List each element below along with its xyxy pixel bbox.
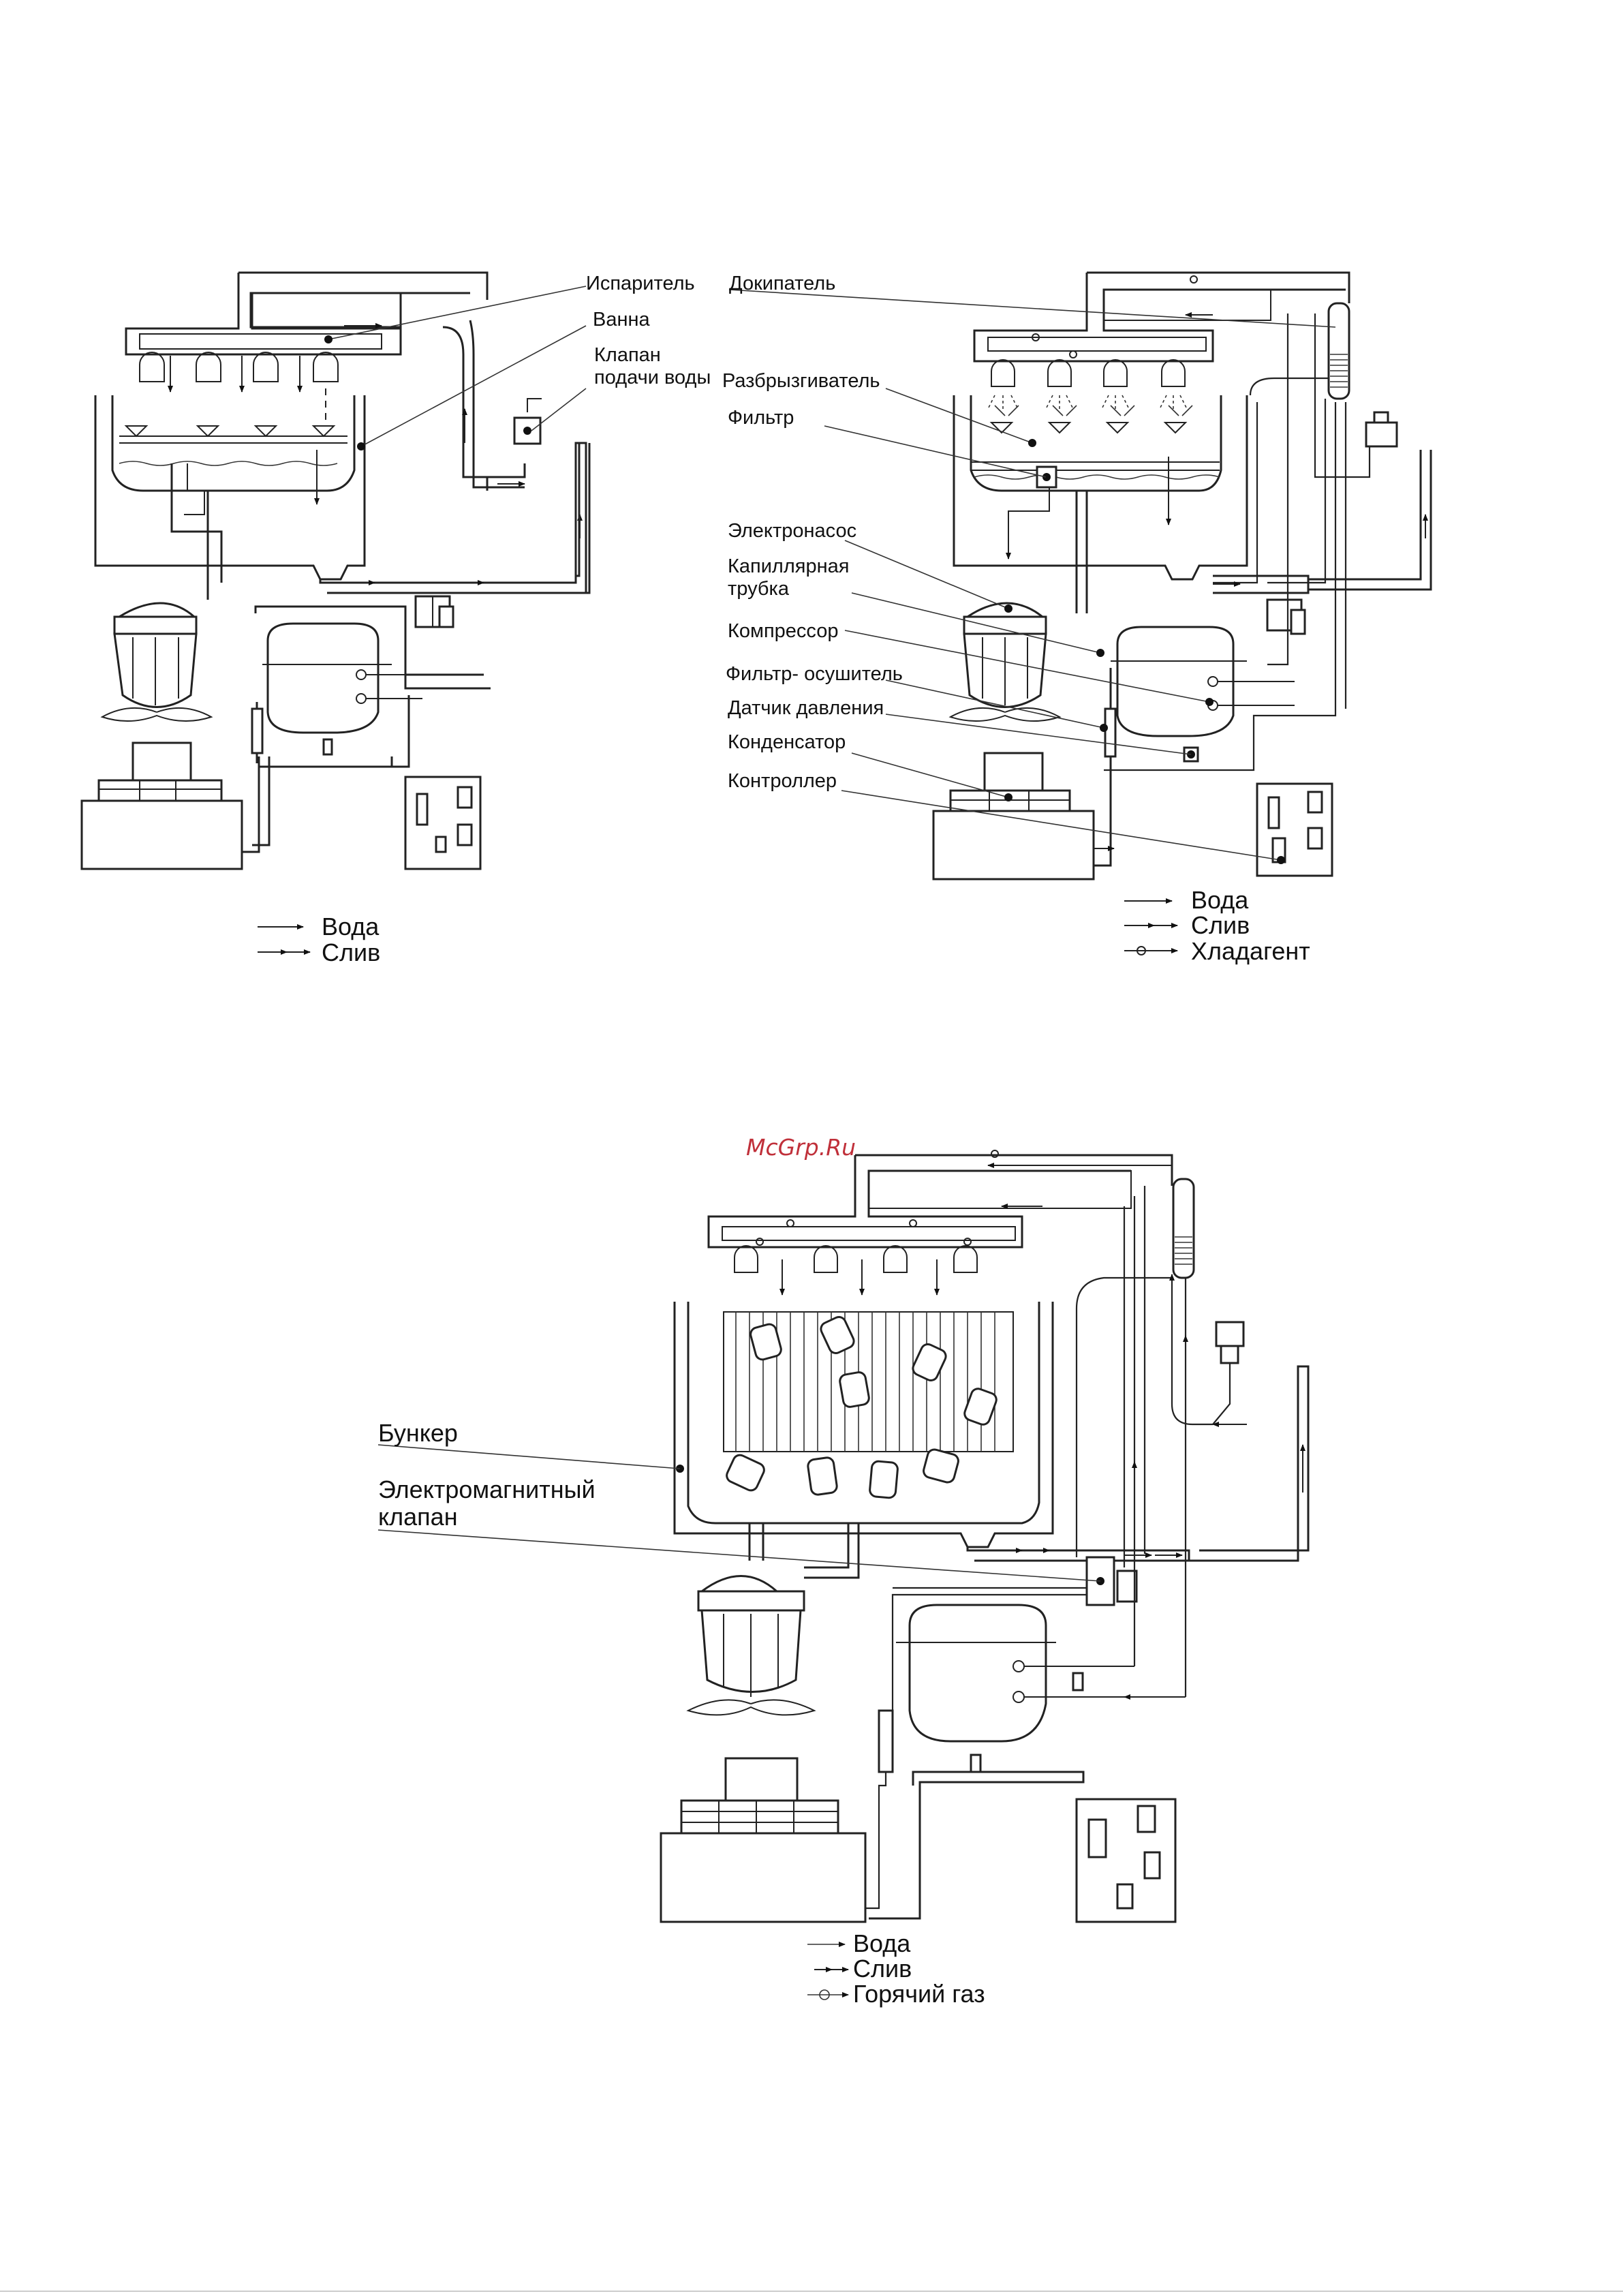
label-compressor: Компрессор bbox=[728, 620, 839, 642]
ice-cubes bbox=[724, 1315, 998, 1498]
diagram-1: Испаритель Ванна Клапан подачи воды Вода… bbox=[82, 273, 711, 966]
accumulator bbox=[1329, 303, 1349, 399]
label-filter-dryer: Фильтр- осушитель bbox=[726, 663, 903, 685]
label-accumulator: Докипатель bbox=[729, 273, 835, 294]
controller-3 bbox=[661, 1758, 865, 1922]
pump-motor-3 bbox=[688, 1576, 814, 1715]
label-bunker: Бункер bbox=[378, 1419, 458, 1447]
diagram-3: Бункер Электромагнитный клапан Вода Слив… bbox=[378, 1150, 1308, 2008]
fan-motor-1 bbox=[102, 603, 211, 721]
power-socket-2 bbox=[1257, 784, 1332, 876]
label-pressure-sensor: Датчик давления bbox=[728, 697, 884, 719]
legend-water-3: Вода bbox=[853, 1929, 911, 1957]
spray-nozzles bbox=[140, 352, 338, 426]
label-filter: Фильтр bbox=[728, 407, 794, 429]
diagram-2: Докипатель Разбрызгиватель Фильтр Электр… bbox=[722, 273, 1431, 965]
legend-hot-gas: Горячий газ bbox=[853, 1980, 985, 2008]
label-valve-line2: подачи воды bbox=[594, 367, 711, 388]
legend-water-2: Вода bbox=[1191, 886, 1249, 914]
label-valve-line1: Клапан bbox=[594, 344, 661, 366]
legend-3: Вода Слив Горячий газ bbox=[807, 1929, 985, 2008]
label-controller: Контроллер bbox=[728, 770, 837, 792]
power-socket-3 bbox=[1077, 1799, 1175, 1922]
controller-2 bbox=[933, 753, 1114, 879]
power-socket-1 bbox=[405, 777, 480, 869]
label-condenser: Конденсатор bbox=[728, 731, 846, 753]
label-solenoid-line2: клапан bbox=[378, 1503, 458, 1531]
legend-refrigerant: Хладагент bbox=[1191, 937, 1310, 965]
label-capillary-line1: Капиллярная bbox=[728, 555, 849, 577]
spray-nozzles-2 bbox=[988, 360, 1192, 433]
label-sprayer: Разбрызгиватель bbox=[722, 370, 880, 392]
compressor-3 bbox=[896, 1605, 1186, 1772]
legend-1: Вода Слив bbox=[258, 913, 380, 966]
watermark: McGrp.Ru bbox=[746, 1134, 856, 1161]
legend-2: Вода Слив Хладагент bbox=[1124, 886, 1310, 965]
label-evaporator: Испаритель bbox=[586, 273, 695, 294]
label-capillary-line2: трубка bbox=[728, 578, 790, 600]
label-solenoid-line1: Электромагнитный bbox=[378, 1475, 596, 1503]
label-pump: Электронасос bbox=[728, 520, 856, 542]
spray-nozzles-3 bbox=[735, 1246, 977, 1295]
legend-drain-2: Слив bbox=[1191, 911, 1250, 939]
label-bath: Ванна bbox=[593, 309, 651, 331]
controller-1 bbox=[82, 743, 242, 869]
legend-water: Вода bbox=[322, 913, 380, 940]
legend-drain-3: Слив bbox=[853, 1955, 912, 1983]
legend-drain: Слив bbox=[322, 938, 380, 966]
